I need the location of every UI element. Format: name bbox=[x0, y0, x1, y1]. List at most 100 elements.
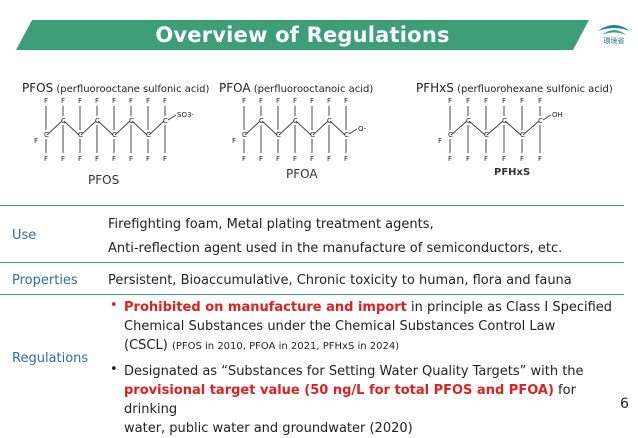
bond-line bbox=[131, 120, 148, 136]
carbon-atom: C bbox=[448, 131, 453, 139]
bond-line bbox=[542, 114, 552, 121]
bullet-marker: • bbox=[110, 298, 118, 313]
fluorine-atom: F bbox=[34, 137, 38, 145]
fluorine-atom: F bbox=[129, 97, 133, 105]
carbon-atom: C bbox=[484, 131, 489, 139]
regulation-bullet-1: Prohibited on manufacture and import in … bbox=[124, 298, 624, 356]
pfoa-abbr: PFOA bbox=[219, 81, 251, 95]
bond-line bbox=[312, 120, 329, 136]
carbon-atom: C bbox=[146, 131, 151, 139]
pfhxs-structure-label: PFHxS bbox=[494, 167, 531, 178]
carbon-atom: C bbox=[293, 117, 298, 125]
fluorine-atom: F bbox=[146, 97, 150, 105]
row-divider bbox=[0, 205, 624, 206]
bond-line bbox=[97, 120, 114, 136]
fluorine-atom: F bbox=[259, 155, 263, 163]
pfos-abbr: PFOS bbox=[22, 81, 54, 95]
carbon-atom: C bbox=[242, 131, 247, 139]
fluorine-atom: F bbox=[448, 97, 452, 105]
carbon-atom: C bbox=[44, 131, 49, 139]
fluorine-atom: F bbox=[276, 97, 280, 105]
pfoa-structure-label: PFOA bbox=[286, 167, 318, 181]
target-value-highlight: provisional target value (50 ng/L for to… bbox=[124, 383, 554, 398]
bond-line bbox=[261, 120, 278, 136]
fluorine-atom: F bbox=[44, 97, 48, 105]
carbon-atom: C bbox=[276, 131, 281, 139]
fluorine-atom: F bbox=[520, 155, 524, 163]
fluorine-atom: F bbox=[484, 155, 488, 163]
bond-line bbox=[329, 120, 346, 136]
carbon-atom: C bbox=[78, 131, 83, 139]
fluorine-atom: F bbox=[466, 97, 470, 105]
properties-row-heading: Properties bbox=[12, 273, 78, 288]
fluorine-atom: F bbox=[466, 155, 470, 163]
fluorine-atom: F bbox=[259, 97, 263, 105]
regulation-bullet-2: Designated as “Substances for Setting Wa… bbox=[124, 362, 624, 438]
fluorine-atom: F bbox=[344, 97, 348, 105]
bond-line bbox=[114, 120, 131, 136]
page-number: 6 bbox=[620, 396, 629, 412]
bullet-1-line-3: (CSCL) bbox=[124, 338, 172, 353]
bullet-1-line-2: Chemical Substances under the Chemical S… bbox=[124, 319, 556, 334]
fluorine-atom: F bbox=[520, 97, 524, 105]
pfoa-fullname: (perfluorooctanoic acid) bbox=[253, 84, 374, 95]
carbon-atom: C bbox=[112, 131, 117, 139]
sulfonic-acid-group: OH bbox=[552, 111, 563, 119]
use-row-heading: Use bbox=[12, 228, 37, 243]
bond-line bbox=[80, 120, 97, 136]
fluorine-atom: F bbox=[95, 97, 99, 105]
fluorine-atom: F bbox=[538, 97, 542, 105]
logo-text: 環境省 bbox=[603, 37, 625, 45]
use-line-2: Anti-reflection agent used in the manufa… bbox=[108, 241, 563, 256]
fluorine-atom: F bbox=[95, 155, 99, 163]
fluorine-atom: F bbox=[242, 155, 246, 163]
use-line-1: Firefighting foam, Metal plating treatme… bbox=[108, 217, 434, 232]
bond-line bbox=[244, 120, 261, 136]
carbon-atom: C bbox=[502, 117, 507, 125]
bullet-marker: • bbox=[110, 362, 118, 377]
pfhxs-abbr: PFHxS bbox=[416, 81, 454, 95]
fluorine-atom: F bbox=[448, 155, 452, 163]
prohibition-highlight: Prohibited on manufacture and import bbox=[124, 300, 407, 315]
fluorine-atom: F bbox=[61, 97, 65, 105]
fluorine-atom: F bbox=[78, 97, 82, 105]
bond-line bbox=[295, 120, 312, 136]
bond-line bbox=[348, 128, 358, 135]
fluorine-atom: F bbox=[538, 155, 542, 163]
carbon-atom: C bbox=[310, 131, 315, 139]
fluorine-atom: F bbox=[502, 155, 506, 163]
bond-line bbox=[278, 120, 295, 136]
fluorine-atom: F bbox=[293, 155, 297, 163]
fluorine-atom: F bbox=[438, 137, 442, 145]
fluorine-atom: F bbox=[344, 155, 348, 163]
pfos-heading: PFOS (perfluorooctane sulfonic acid) bbox=[22, 81, 209, 95]
fluorine-atom: F bbox=[112, 97, 116, 105]
fluorine-atom: F bbox=[327, 97, 331, 105]
fluorine-atom: F bbox=[276, 155, 280, 163]
use-row-text: Firefighting foam, Metal plating treatme… bbox=[108, 214, 562, 259]
fluorine-atom: F bbox=[78, 155, 82, 163]
title-banner bbox=[16, 20, 589, 50]
sulfonate-group: SO3- bbox=[177, 111, 194, 119]
fluorine-atom: F bbox=[310, 155, 314, 163]
fluorine-atom: F bbox=[484, 97, 488, 105]
fluorine-atom: F bbox=[146, 155, 150, 163]
carbon-atom: C bbox=[466, 117, 471, 125]
properties-row-text: Persistent, Bioaccumulative, Chronic tox… bbox=[108, 273, 572, 288]
fluorine-atom: F bbox=[502, 97, 506, 105]
bond-line bbox=[522, 120, 540, 136]
carbon-atom: C bbox=[163, 117, 168, 125]
carbon-atom: C bbox=[327, 117, 332, 125]
target-value-rest: for drinking bbox=[124, 383, 576, 417]
bond-line bbox=[167, 114, 177, 121]
fluorine-atom: F bbox=[327, 155, 331, 163]
bond-line bbox=[486, 120, 504, 136]
cscl-years-note: (PFOS in 2010, PFOA in 2021, PFHxS in 20… bbox=[171, 341, 400, 352]
fluorine-atom: F bbox=[293, 97, 297, 105]
carbon-atom: C bbox=[520, 131, 525, 139]
fluorine-atom: F bbox=[163, 155, 167, 163]
bond-line bbox=[468, 120, 486, 136]
